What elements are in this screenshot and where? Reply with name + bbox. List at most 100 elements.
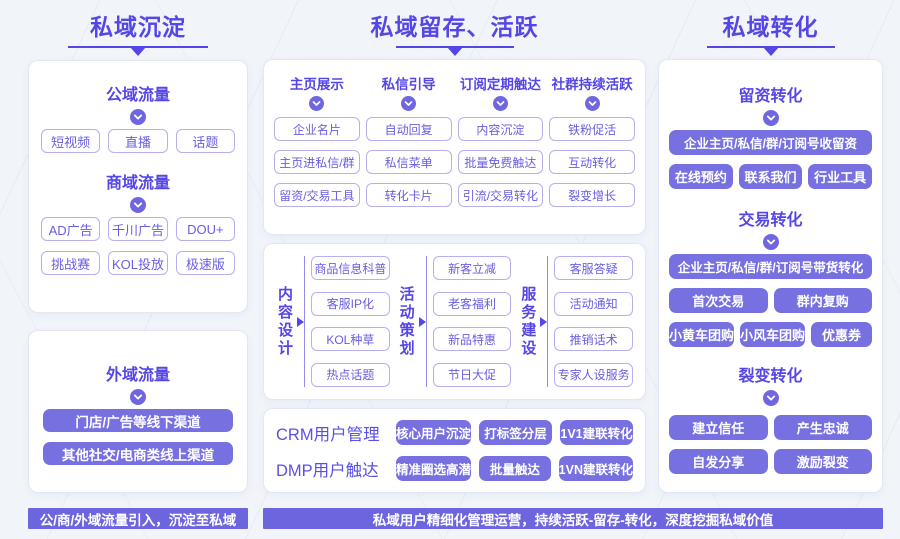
feature-chip[interactable]: AD广告 [41, 217, 101, 241]
feature-chip[interactable]: 推销话术 [554, 327, 634, 352]
op-group-activity-planning: 活动策划 新客立减 老客福利 新品特惠 节日大促 [394, 256, 512, 387]
feature-chip[interactable]: 企业主页/私信/群/订阅号带货转化 [669, 254, 872, 279]
feature-chip[interactable]: 互动转化 [549, 150, 635, 174]
feature-chip[interactable]: 新品特惠 [432, 327, 512, 352]
chevron-down-icon [659, 110, 882, 126]
feature-chip[interactable]: 批量免费触达 [457, 150, 544, 174]
chevron-down-icon [401, 96, 417, 112]
feature-chip[interactable]: 短视频 [41, 129, 101, 153]
feature-chip[interactable]: 首次交易 [669, 288, 768, 313]
feature-chip[interactable]: 核心用户沉淀 [396, 420, 472, 445]
feature-chip[interactable]: 私信菜单 [365, 150, 452, 174]
card-conversion: 留资转化 企业主页/私信/群/订阅号收留资 在线预约 联系我们 行业工具 交易转… [658, 59, 883, 493]
chevron-down-icon [659, 234, 882, 250]
crm-row: CRM用户管理 核心用户沉淀 打标签分层 1V1建联转化 [276, 420, 634, 445]
triangle-down-icon [395, 46, 514, 48]
column-header-retention: 私域留存、活跃 [263, 8, 646, 48]
op-group-label: 服务建设 [519, 285, 537, 358]
feature-chip[interactable]: 节日大促 [432, 362, 512, 387]
card-operations: 内容设计 商品信息科普 客服IP化 KOL种草 热点话题 活动策划 新客立减 老… [263, 243, 646, 400]
chevron-down-icon [29, 389, 247, 405]
fission-conversion-title: 裂变转化 [738, 368, 803, 385]
feature-chip[interactable]: 商品信息科普 [311, 256, 390, 280]
op-group-label: 内容设计 [276, 285, 293, 358]
deposit-title: 私域沉淀 [90, 14, 186, 40]
feature-chip[interactable]: 产生忠诚 [773, 415, 872, 440]
touchpoint-column-homepage: 主页展示 企业名片 主页进私信/群 留资/交易工具 [274, 73, 360, 222]
chevron-down-icon [29, 197, 247, 213]
feature-chip[interactable]: 激励裂变 [773, 449, 872, 474]
feature-chip[interactable]: 自发分享 [669, 449, 768, 474]
feature-chip[interactable]: 打标签分层 [479, 420, 553, 445]
footer-bar-deposit: 公/商/外域流量引入，沉淀至私域 [28, 508, 248, 529]
op-group-content-design: 内容设计 商品信息科普 客服IP化 KOL种草 热点话题 [272, 256, 390, 387]
feature-chip[interactable]: 挑战赛 [41, 251, 101, 275]
feature-chip[interactable]: 内容沉淀 [457, 117, 544, 141]
feature-chip[interactable]: 极速版 [175, 251, 235, 275]
feature-chip[interactable]: 铁粉促活 [549, 117, 635, 141]
arrow-right-icon [547, 256, 549, 387]
feature-chip[interactable]: DOU+ [175, 217, 235, 241]
feature-chip[interactable]: 联系我们 [738, 164, 803, 189]
touchpoint-title: 订阅定期触达 [459, 77, 541, 92]
chevron-down-icon [492, 96, 508, 112]
feature-chip[interactable]: 行业工具 [808, 164, 873, 189]
conversion-title: 私域转化 [722, 14, 819, 40]
dmp-row: DMP用户触达 精准圈选高潜 批量触达 1VN建联转化 [276, 456, 633, 481]
touchpoint-title: 社群持续活跃 [551, 77, 633, 92]
feature-chip[interactable]: 专家人设服务 [554, 362, 634, 387]
lead-conversion-title: 留资转化 [738, 88, 803, 105]
feature-chip[interactable]: 1V1建联转化 [560, 420, 634, 445]
feature-chip[interactable]: 老客福利 [432, 291, 512, 316]
feature-chip[interactable]: 转化卡片 [365, 183, 452, 207]
feature-chip[interactable]: 客服答疑 [554, 256, 634, 280]
feature-chip[interactable]: 在线预约 [669, 164, 733, 189]
touchpoint-column-subscription: 订阅定期触达 内容沉淀 批量免费触达 引流/交易转化 [457, 73, 544, 222]
feature-chip[interactable]: 企业主页/私信/群/订阅号收留资 [669, 130, 872, 155]
feature-chip[interactable]: 批量触达 [479, 456, 551, 481]
feature-chip[interactable]: 引流/交易转化 [457, 183, 544, 207]
feature-chip[interactable]: 建立信任 [669, 415, 768, 440]
column-header-conversion: 私域转化 [658, 8, 883, 48]
feature-chip[interactable]: KOL种草 [311, 327, 390, 352]
arrow-right-icon [425, 256, 427, 387]
feature-chip[interactable]: 新客立减 [432, 256, 512, 280]
retention-title: 私域留存、活跃 [370, 14, 539, 40]
arrow-right-icon [304, 256, 305, 387]
feature-chip[interactable]: 企业名片 [274, 117, 360, 141]
feature-chip[interactable]: 裂变增长 [549, 183, 635, 207]
touchpoint-column-private-message: 私信引导 自动回复 私信菜单 转化卡片 [365, 73, 452, 222]
feature-chip[interactable]: 客服IP化 [311, 291, 390, 316]
feature-chip[interactable]: 直播 [108, 129, 168, 153]
commercial-traffic-title: 商域流量 [105, 175, 170, 192]
feature-chip[interactable]: 话题 [175, 129, 235, 153]
external-traffic-title: 外域流量 [105, 367, 170, 384]
footer-bar-operation: 私域用户精细化管理运营，持续活跃-留存-转化，深度挖掘私域价值 [263, 508, 883, 529]
feature-chip[interactable]: 主页进私信/群 [274, 150, 360, 174]
footer-bar-operation-text: 私域用户精细化管理运营，持续活跃-留存-转化，深度挖掘私域价值 [372, 512, 774, 528]
feature-chip[interactable]: 自动回复 [365, 117, 452, 141]
feature-chip[interactable]: 留资/交易工具 [274, 183, 360, 207]
channel-chip[interactable]: 其他社交/电商类线上渠道 [43, 442, 233, 465]
footer-bar-deposit-text: 公/商/外域流量引入，沉淀至私域 [39, 512, 237, 528]
triangle-down-icon [706, 46, 835, 48]
feature-chip[interactable]: 群内复购 [773, 288, 872, 313]
feature-chip[interactable]: 优惠券 [811, 322, 872, 347]
touchpoint-title: 私信引导 [381, 77, 436, 92]
feature-chip[interactable]: 小黄车团购 [669, 322, 735, 347]
card-crm-dmp: CRM用户管理 核心用户沉淀 打标签分层 1V1建联转化 DMP用户触达 精准圈… [263, 408, 646, 493]
op-group-service-building: 服务建设 客服答疑 活动通知 推销话术 专家人设服务 [515, 256, 634, 387]
chevron-down-icon [29, 109, 247, 125]
chevron-down-icon [309, 96, 325, 112]
feature-chip[interactable]: 精准圈选高潜 [396, 456, 472, 481]
channel-chip[interactable]: 门店/广告等线下渠道 [43, 409, 233, 432]
feature-chip[interactable]: 1VN建联转化 [558, 456, 633, 481]
feature-chip[interactable]: 千川广告 [108, 217, 168, 241]
feature-chip[interactable]: 小风车团购 [740, 322, 806, 347]
card-touchpoints: 主页展示 企业名片 主页进私信/群 留资/交易工具 私信引导 自动回复 私信菜单… [263, 59, 646, 235]
feature-chip[interactable]: 热点话题 [311, 362, 390, 387]
feature-chip[interactable]: 活动通知 [554, 291, 634, 316]
triangle-down-icon [68, 46, 208, 48]
feature-chip[interactable]: KOL投放 [108, 251, 168, 275]
